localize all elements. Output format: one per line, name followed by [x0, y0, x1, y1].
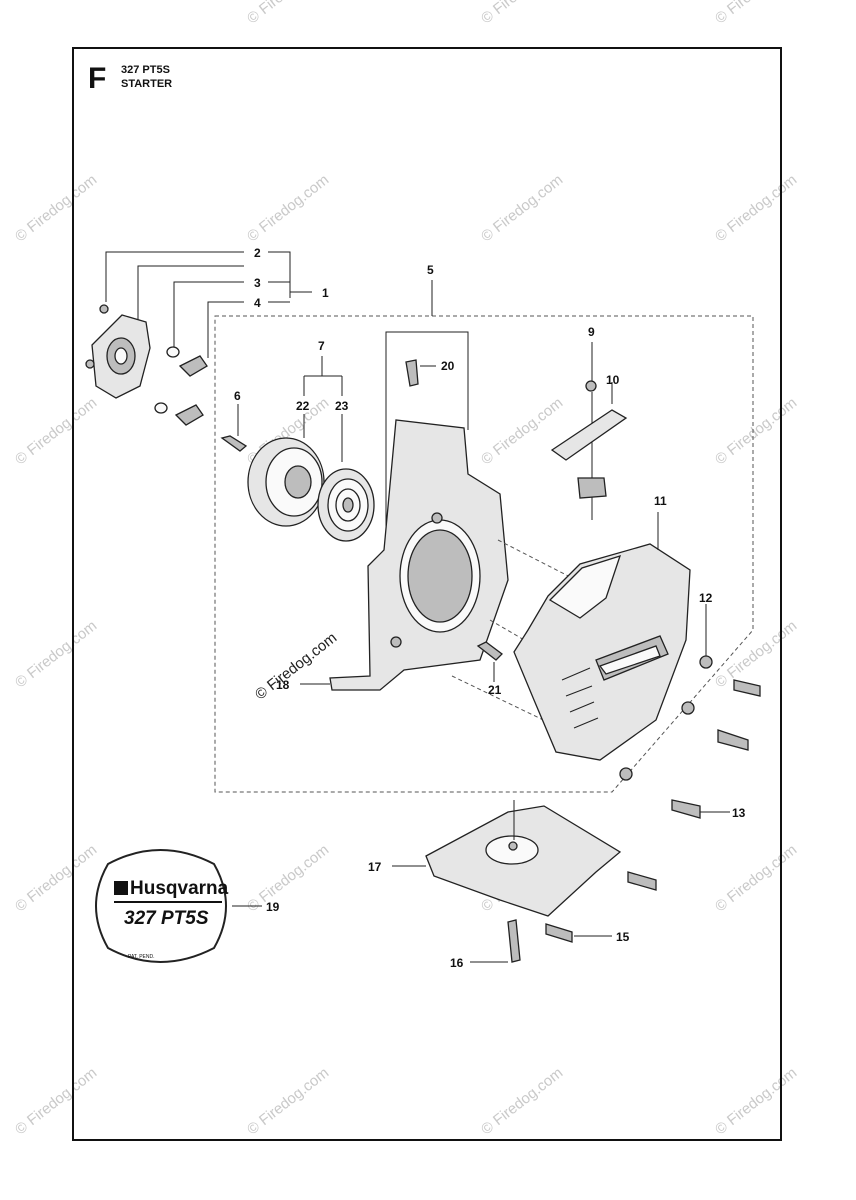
- diagram-frame: [72, 47, 782, 1141]
- model-number: 327 PT5S: [121, 64, 170, 76]
- part-10-handle: [550, 382, 628, 499]
- part-12-screws: [619, 604, 761, 781]
- logo-fine-print: PAT. PEND.: [128, 954, 155, 960]
- logo-brand: Husqvarna: [130, 878, 229, 899]
- callout-9: 9: [588, 325, 595, 339]
- part-13-screw: [671, 799, 730, 819]
- alignment-line: [497, 539, 581, 583]
- callout-12: 12: [699, 591, 713, 605]
- callout-6: 6: [234, 389, 241, 403]
- callout-17: 17: [368, 860, 382, 874]
- part-22-pulley: [247, 437, 325, 527]
- leader-4: [207, 301, 244, 358]
- part-20-screw: [476, 641, 503, 682]
- callout-19: 20: [441, 359, 455, 373]
- callout-18: 18: [276, 678, 290, 692]
- callout-22: 22: [296, 399, 310, 413]
- part-23-spring: [317, 468, 375, 542]
- leader-2: [105, 251, 244, 302]
- leader-group-1: [268, 251, 312, 303]
- callout-10: 10: [606, 373, 620, 387]
- callout-7: 7: [318, 339, 325, 353]
- callout-2: 2: [254, 246, 261, 260]
- part-17-guard-plate: [392, 800, 622, 917]
- leader-7: [303, 356, 343, 396]
- logo-model: 327 PT5S: [124, 908, 209, 929]
- part-18-housing: [300, 419, 509, 691]
- callout-5: 5: [427, 263, 434, 277]
- callout-20: 21: [488, 683, 502, 697]
- callout-23: 23: [335, 399, 349, 413]
- part-11-starter-cover: [513, 512, 691, 761]
- part-6-screw: [220, 404, 248, 452]
- callout-3: 3: [254, 276, 261, 290]
- leader-3: [173, 281, 244, 350]
- callout-4: 4: [254, 296, 261, 310]
- callout-21: 19: [266, 900, 280, 914]
- callout-1: 1: [322, 286, 329, 300]
- section-title: STARTER: [121, 78, 173, 90]
- callout-15: 15: [616, 930, 630, 944]
- callout-16: 16: [450, 956, 464, 970]
- part-17-screws: [470, 871, 657, 963]
- callout-11: 11: [654, 494, 667, 508]
- part-2-cover: [85, 304, 151, 399]
- husqvarna-crown-icon: [114, 881, 128, 895]
- callout-13: 13: [732, 806, 746, 820]
- part-21-decal: Husqvarna 327 PT5S PAT. PEND.: [95, 849, 262, 963]
- section-letter: F: [88, 62, 107, 95]
- part-19-screw: [385, 331, 469, 560]
- part-4-pawl: [174, 355, 208, 426]
- part-3-spring: [154, 346, 180, 414]
- leader-2b: [137, 265, 244, 320]
- part-9-screw: [585, 342, 597, 520]
